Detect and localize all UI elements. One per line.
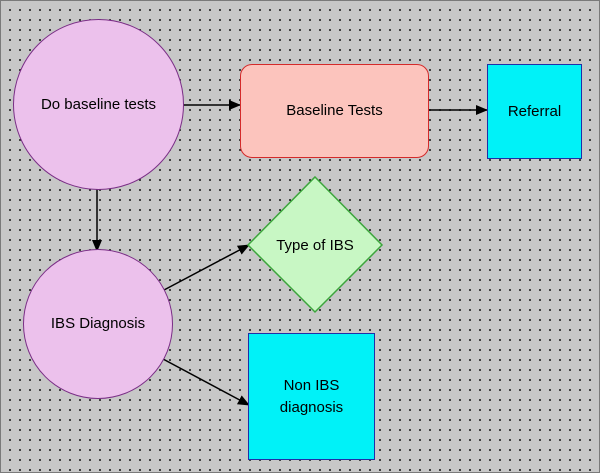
node-do-baseline-tests-label: Do baseline tests bbox=[40, 95, 157, 113]
node-referral[interactable]: Referral bbox=[487, 64, 582, 159]
node-baseline-tests[interactable]: Baseline Tests bbox=[240, 64, 429, 158]
node-non-ibs-diagnosis-label: Non IBS diagnosis bbox=[279, 376, 344, 416]
edge-ibs-diagnosis-to-type-of-ibs bbox=[163, 244, 250, 291]
type-of-ibs-diamond-shape bbox=[246, 175, 384, 314]
node-ibs-diagnosis-label: IBS Diagnosis bbox=[50, 315, 146, 332]
node-non-ibs-diagnosis[interactable]: Non IBS diagnosis bbox=[248, 333, 375, 460]
node-referral-label: Referral bbox=[507, 102, 562, 120]
node-ibs-diagnosis[interactable]: IBS Diagnosis bbox=[23, 249, 173, 399]
node-type-of-ibs[interactable]: Type of IBS bbox=[248, 233, 382, 257]
node-baseline-tests-label: Baseline Tests bbox=[286, 102, 383, 119]
node-type-of-ibs-label: Type of IBS bbox=[276, 236, 354, 254]
node-do-baseline-tests[interactable]: Do baseline tests bbox=[13, 19, 184, 190]
edge-ibs-diagnosis-to-non-ibs bbox=[162, 358, 250, 406]
